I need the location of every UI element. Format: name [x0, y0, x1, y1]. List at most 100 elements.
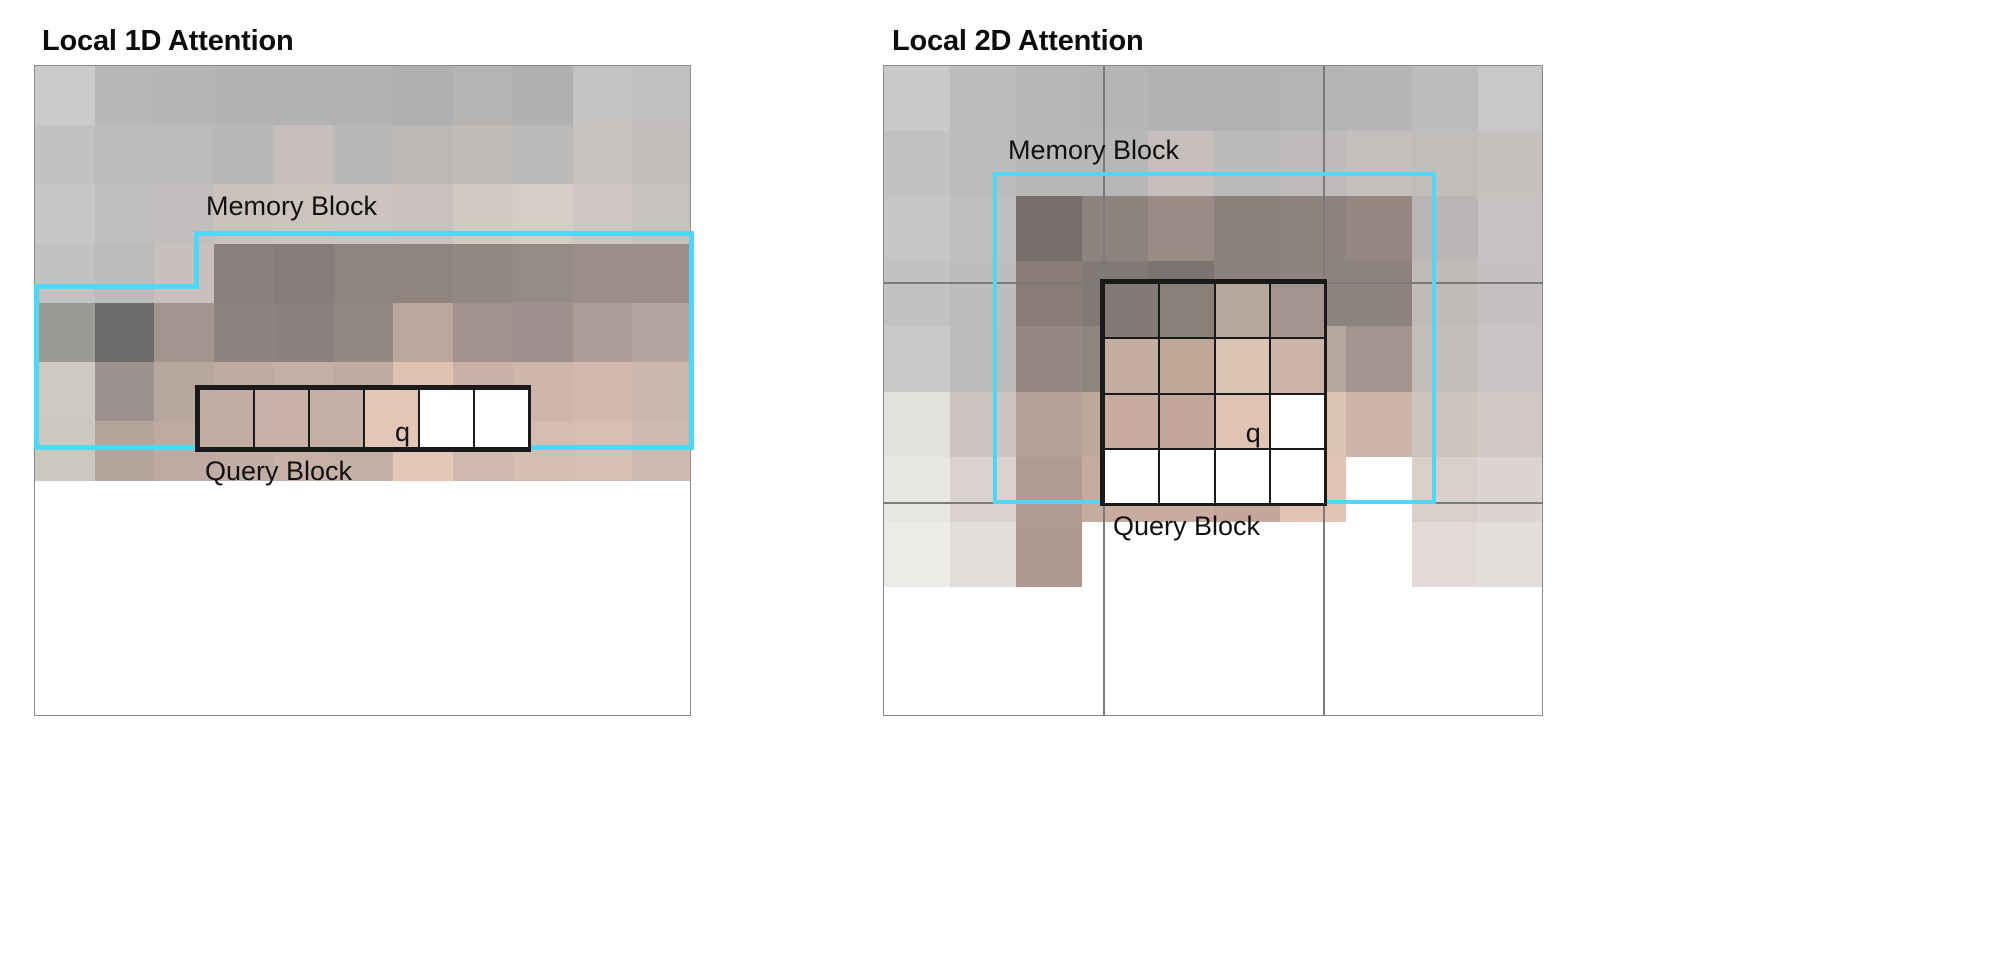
heatmap-cell: [1412, 586, 1479, 653]
heatmap-cell: [1346, 131, 1413, 197]
heatmap-cell: [572, 421, 633, 481]
heatmap-cell: [94, 125, 156, 185]
heatmap-cell: [1148, 521, 1215, 588]
heatmap-cell: [154, 125, 215, 185]
heatmap-cell: [512, 243, 574, 304]
query-cell: [1213, 282, 1271, 340]
heatmap-cell: [884, 521, 951, 588]
heatmap-cell: [1016, 651, 1083, 715]
heatmap-cell: [950, 261, 1017, 327]
heatmap-cell: [1346, 651, 1413, 715]
heatmap-cell: [950, 456, 1017, 523]
heatmap-cell: [1412, 521, 1479, 588]
query-cell: [1268, 282, 1326, 340]
query-token-label: q: [394, 417, 410, 447]
heatmap-cell: [950, 521, 1017, 588]
query-cell: [1213, 447, 1271, 505]
query-cell: [473, 388, 530, 449]
heatmap-cell: [572, 362, 633, 422]
heatmap-cell: [35, 421, 96, 481]
heatmap-cell: [950, 196, 1017, 262]
query-cell: [1103, 447, 1161, 505]
heatmap-cell: [572, 302, 633, 363]
heatmap-cell: [1214, 131, 1281, 197]
heatmap-cell: [1478, 456, 1542, 523]
query-cell: q: [1213, 392, 1271, 450]
memory-block-label-1d: Memory Block: [206, 191, 378, 221]
heatmap-cell: [950, 391, 1017, 458]
heatmap-cell: [1412, 261, 1479, 327]
heatmap-cell: [94, 184, 156, 245]
heatmap-cell: [333, 66, 394, 126]
heatmap-cell: [1214, 586, 1281, 653]
heatmap-cell: [950, 586, 1017, 653]
memory-outline-1d-top-left: [34, 284, 199, 289]
heatmap-cell: [1016, 131, 1083, 197]
heatmap-cell: [94, 302, 156, 363]
memory-outline-1d-top-right: [194, 231, 694, 236]
heatmap-cell: [1082, 131, 1149, 197]
heatmap-cell: [1280, 586, 1347, 653]
heatmap-cell: [1346, 586, 1413, 653]
heatmap-cell: [273, 302, 335, 363]
heatmap-cell: [884, 196, 951, 262]
heatmap-cell: [393, 66, 454, 126]
query-cell: [1268, 392, 1326, 450]
heatmap-cell: [1412, 456, 1479, 523]
heatmap-cell: [393, 302, 454, 363]
heatmap-cell: [1082, 66, 1149, 132]
heatmap-cell: [1082, 521, 1149, 588]
heatmap-cell: [35, 66, 96, 126]
heatmap-cell: [393, 125, 454, 185]
heatmap-cell: [1016, 196, 1083, 262]
heatmap-cell: [1412, 391, 1479, 458]
query-cell: [418, 388, 475, 449]
heatmap-cell: [35, 362, 96, 422]
heatmap-cell: [1478, 326, 1542, 393]
heatmap-cell: [632, 243, 690, 304]
heatmap-cell: [1478, 131, 1542, 197]
heatmap-cell: [1412, 326, 1479, 393]
heatmap-cell: [1346, 196, 1413, 262]
heatmap-cell: [333, 125, 394, 185]
heatmap-cell: [1016, 391, 1083, 458]
heatmap-cell: [572, 243, 633, 304]
heatmap-cell: [333, 302, 394, 363]
heatmap-cell: [453, 302, 514, 363]
memory-outline-1d-right: [689, 231, 694, 450]
query-block-1d: q: [195, 385, 531, 452]
heatmap-cell: [35, 243, 96, 304]
heatmap-cell: [154, 66, 215, 126]
heatmap-cell: [1016, 261, 1083, 327]
heatmap-cell: [1478, 391, 1542, 458]
heatmap-cell: [1016, 456, 1083, 523]
query-block-label-2d: Query Block: [1113, 511, 1261, 541]
heatmap-cell: [1082, 196, 1149, 262]
heatmap-cell: [1478, 196, 1542, 262]
heatmap-cell: [884, 66, 951, 132]
heatmap-cell: [632, 362, 690, 422]
memory-block-label-2d: Memory Block: [1008, 135, 1180, 165]
heatmap-cell: [453, 66, 514, 126]
heatmap-cell: [273, 125, 335, 185]
query-block-2d: q: [1100, 279, 1327, 506]
heatmap-cell: [214, 302, 275, 363]
heatmap-cell: [154, 243, 215, 304]
heatmap-cell: [333, 243, 394, 304]
heatmap-cell: [884, 326, 951, 393]
heatmap-cell: [214, 125, 275, 185]
query-block-label-1d: Query Block: [205, 456, 353, 486]
heatmap-cell: [1016, 326, 1083, 393]
heatmap-cell: [1478, 521, 1542, 588]
query-cell: [1103, 282, 1161, 340]
heatmap-cell: [1478, 586, 1542, 653]
heatmap-cell: [214, 243, 275, 304]
query-cell: [1158, 392, 1216, 450]
heatmap-cell: [1148, 196, 1215, 262]
query-cell: [1213, 337, 1271, 395]
heatmap-cell: [1478, 261, 1542, 327]
query-cell: [308, 388, 365, 449]
heatmap-cell: [950, 651, 1017, 715]
heatmap-cell: [273, 66, 335, 126]
query-cell: [1158, 447, 1216, 505]
